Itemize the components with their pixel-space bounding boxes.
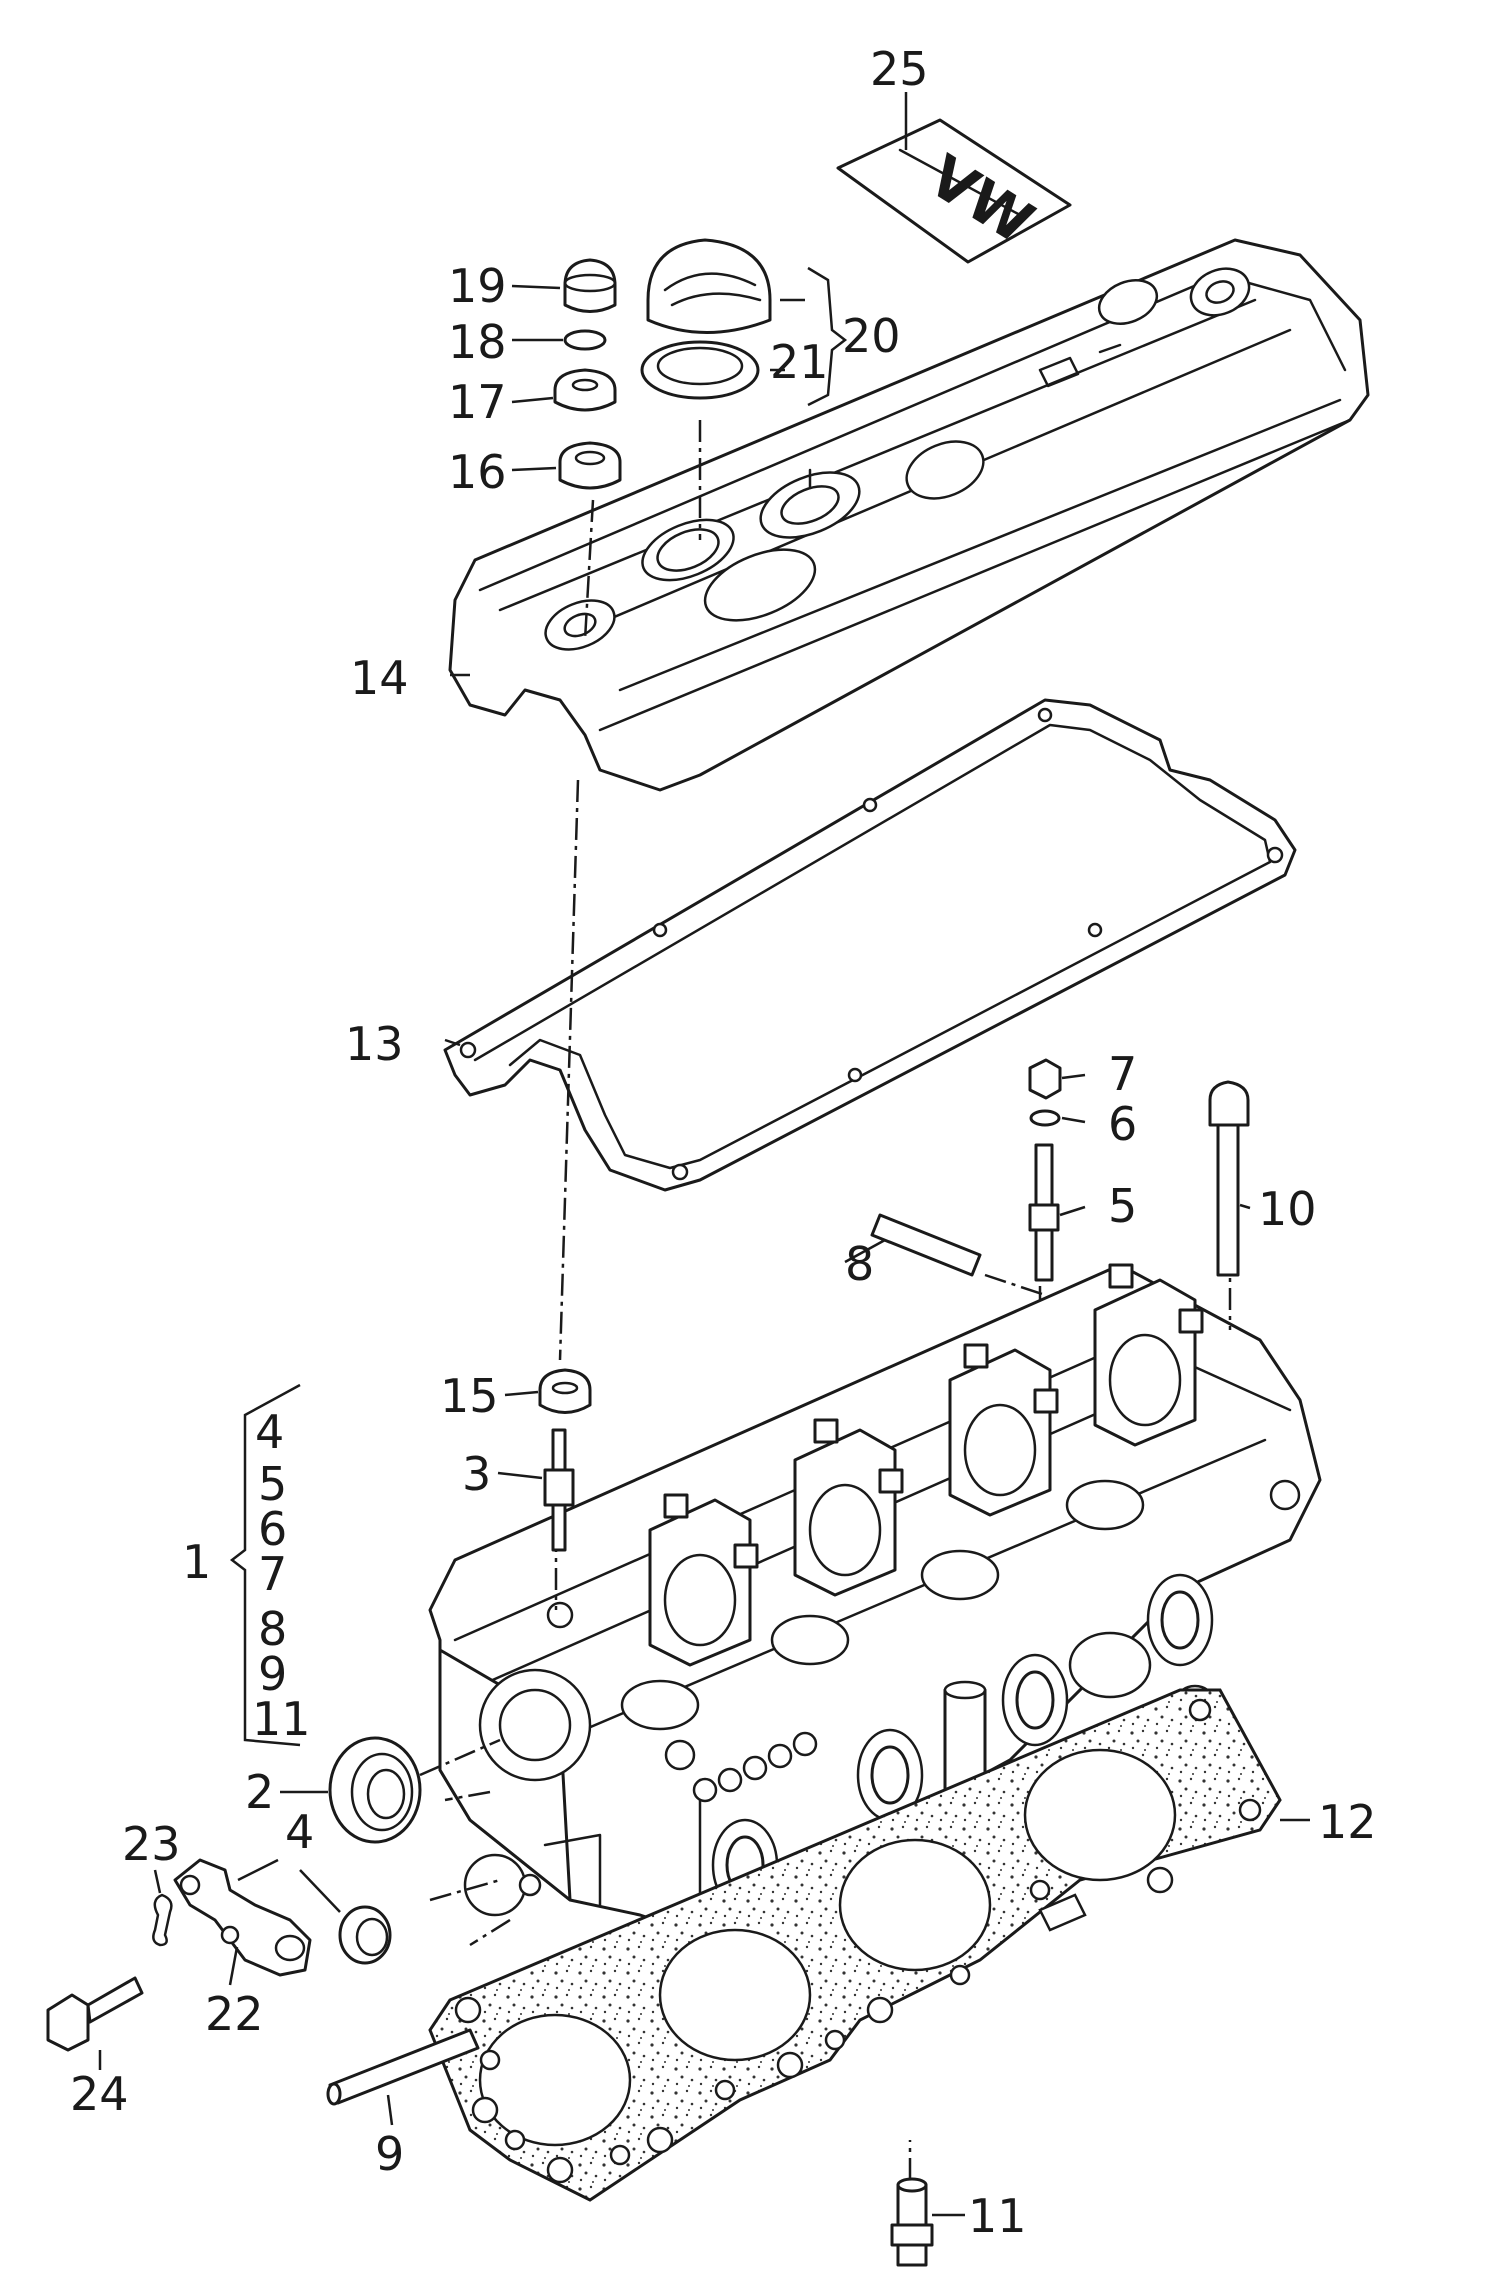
callout-6: 6 xyxy=(1108,1097,1137,1151)
callout-25: 25 xyxy=(870,42,929,96)
stud-9 xyxy=(326,2028,480,2106)
oil-filler-cap-20 xyxy=(646,238,772,334)
callout-9: 9 xyxy=(375,2127,404,2181)
cylinder-head-gasket xyxy=(428,1688,1282,2202)
plug-4 xyxy=(338,1905,392,1965)
callout-21: 21 xyxy=(770,335,829,389)
group-item-4: 4 xyxy=(255,1405,284,1459)
washer-18 xyxy=(563,329,607,351)
callout-12: 12 xyxy=(1318,1795,1377,1849)
nut-7 xyxy=(1028,1058,1062,1100)
washer-6 xyxy=(1029,1109,1061,1127)
emblem-plate: VW xyxy=(836,118,1072,264)
callout-4: 4 xyxy=(285,1805,314,1859)
callout-19: 19 xyxy=(448,259,507,313)
callout-20: 20 xyxy=(842,309,901,363)
group-item-7: 7 xyxy=(258,1547,287,1601)
bracket-22 xyxy=(173,1858,312,1977)
group-item-6: 6 xyxy=(258,1502,287,1556)
grommet-17 xyxy=(553,368,617,412)
callout-18: 18 xyxy=(448,315,507,369)
valve-cover-gasket xyxy=(443,698,1297,1192)
callout-14: 14 xyxy=(350,651,409,705)
group-item-8: 8 xyxy=(258,1602,287,1656)
callout-labels: 25 19 18 17 16 20 21 14 13 7 6 5 10 8 15… xyxy=(70,42,1377,2243)
cap-19 xyxy=(563,258,617,313)
callout-10: 10 xyxy=(1258,1182,1317,1236)
callout-5: 5 xyxy=(1108,1179,1137,1233)
dowel-11 xyxy=(890,2177,934,2267)
oil-seal-2 xyxy=(328,1736,422,1844)
callout-3: 3 xyxy=(462,1447,491,1501)
callout-17: 17 xyxy=(448,375,507,429)
group-item-5: 5 xyxy=(258,1457,287,1511)
callout-23: 23 xyxy=(122,1817,181,1871)
callout-13: 13 xyxy=(345,1017,404,1071)
clip-23 xyxy=(152,1893,173,1947)
callout-11: 11 xyxy=(968,2189,1027,2243)
seal-16 xyxy=(558,441,622,490)
seal-ring-21 xyxy=(640,340,760,400)
group-item-9: 9 xyxy=(258,1647,287,1701)
stud-8 xyxy=(870,1213,982,1277)
callout-15: 15 xyxy=(440,1369,499,1423)
leader-lines xyxy=(98,92,1310,2217)
cap-nut-15 xyxy=(538,1368,592,1414)
group-item-11: 11 xyxy=(252,1692,311,1746)
callout-7: 7 xyxy=(1108,1047,1137,1101)
callout-2: 2 xyxy=(245,1765,274,1819)
callout-24: 24 xyxy=(70,2067,129,2121)
callout-8: 8 xyxy=(845,1237,874,1291)
stud-5 xyxy=(1028,1143,1060,1282)
callout-22: 22 xyxy=(205,1987,264,2041)
callout-1: 1 xyxy=(182,1535,211,1589)
valve-cover xyxy=(448,238,1370,792)
bolt-10 xyxy=(1208,1080,1250,1277)
bolt-24 xyxy=(46,1976,144,2052)
stud-3 xyxy=(543,1428,575,1552)
callout-16: 16 xyxy=(448,445,507,499)
